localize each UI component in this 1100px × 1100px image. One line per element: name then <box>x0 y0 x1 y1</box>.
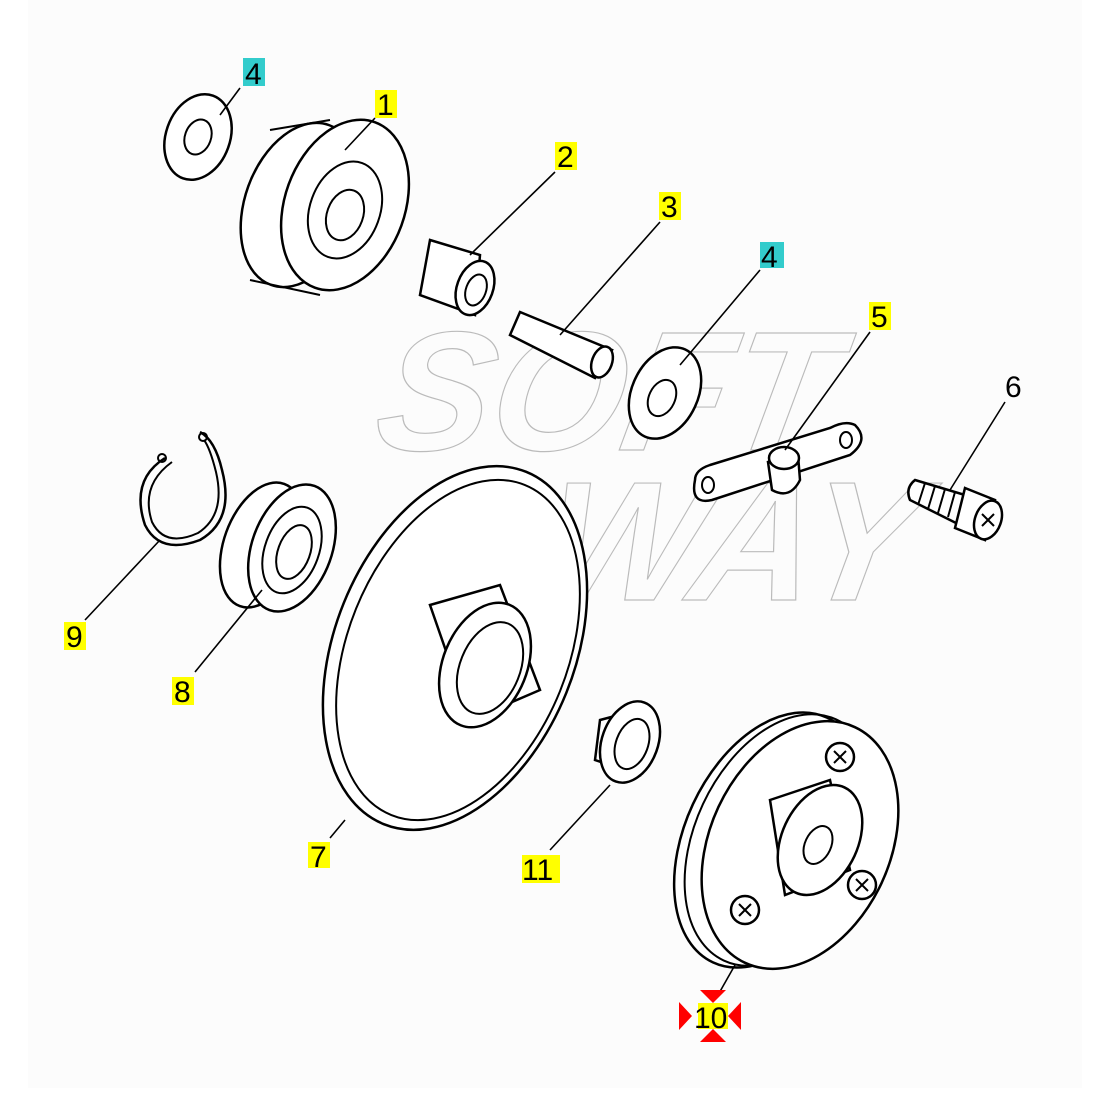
callout-7[interactable]: 7 <box>308 841 330 874</box>
callout-6[interactable]: 6 <box>1005 371 1022 404</box>
svg-text:11[interactable]: 11 <box>522 854 553 887</box>
part-driven-pulley <box>321 464 589 832</box>
svg-text:2[interactable]: 2 <box>557 141 574 174</box>
watermark: SOFT WAY <box>364 297 950 638</box>
svg-text:3[interactable]: 3 <box>661 191 678 224</box>
part-needle-bearing <box>418 238 496 317</box>
svg-text:9[interactable]: 9 <box>66 621 83 654</box>
callout-4-top[interactable]: 4 <box>243 58 265 91</box>
part-bushing <box>593 700 662 784</box>
callout-2[interactable]: 2 <box>555 141 577 174</box>
svg-text:5[interactable]: 5 <box>871 301 888 334</box>
callout-5[interactable]: 5 <box>869 301 891 334</box>
callout-9[interactable]: 9 <box>64 621 86 654</box>
svg-text:1[interactable]: 1 <box>377 89 394 122</box>
svg-text:4[interactable]: 4 <box>761 241 778 274</box>
callout-3[interactable]: 3 <box>659 191 681 224</box>
callout-8[interactable]: 8 <box>172 676 194 709</box>
callout-11[interactable]: 11 <box>522 854 560 887</box>
svg-text:6[interactable]: 6 <box>1005 371 1022 404</box>
part-pin <box>508 310 615 380</box>
selection-marker <box>679 990 741 1042</box>
svg-text:7[interactable]: 7 <box>310 841 327 874</box>
part-washer-top <box>163 92 233 182</box>
part-ball-bearing <box>218 481 338 613</box>
callout-4-mid[interactable]: 4 <box>760 241 784 274</box>
svg-text:8[interactable]: 8 <box>174 676 191 709</box>
callout-10-selected[interactable]: 10 <box>679 990 741 1042</box>
svg-text:10[interactable]: 10 <box>694 1002 727 1035</box>
part-circlip <box>139 430 227 547</box>
svg-text:4[interactable]: 4 <box>245 58 262 91</box>
part-plate <box>692 421 863 503</box>
part-screw <box>907 478 1004 542</box>
part-gear <box>239 118 411 296</box>
part-washer-mid <box>627 346 703 440</box>
part-clutch-pulley <box>672 711 900 971</box>
callout-1[interactable]: 1 <box>375 89 397 122</box>
